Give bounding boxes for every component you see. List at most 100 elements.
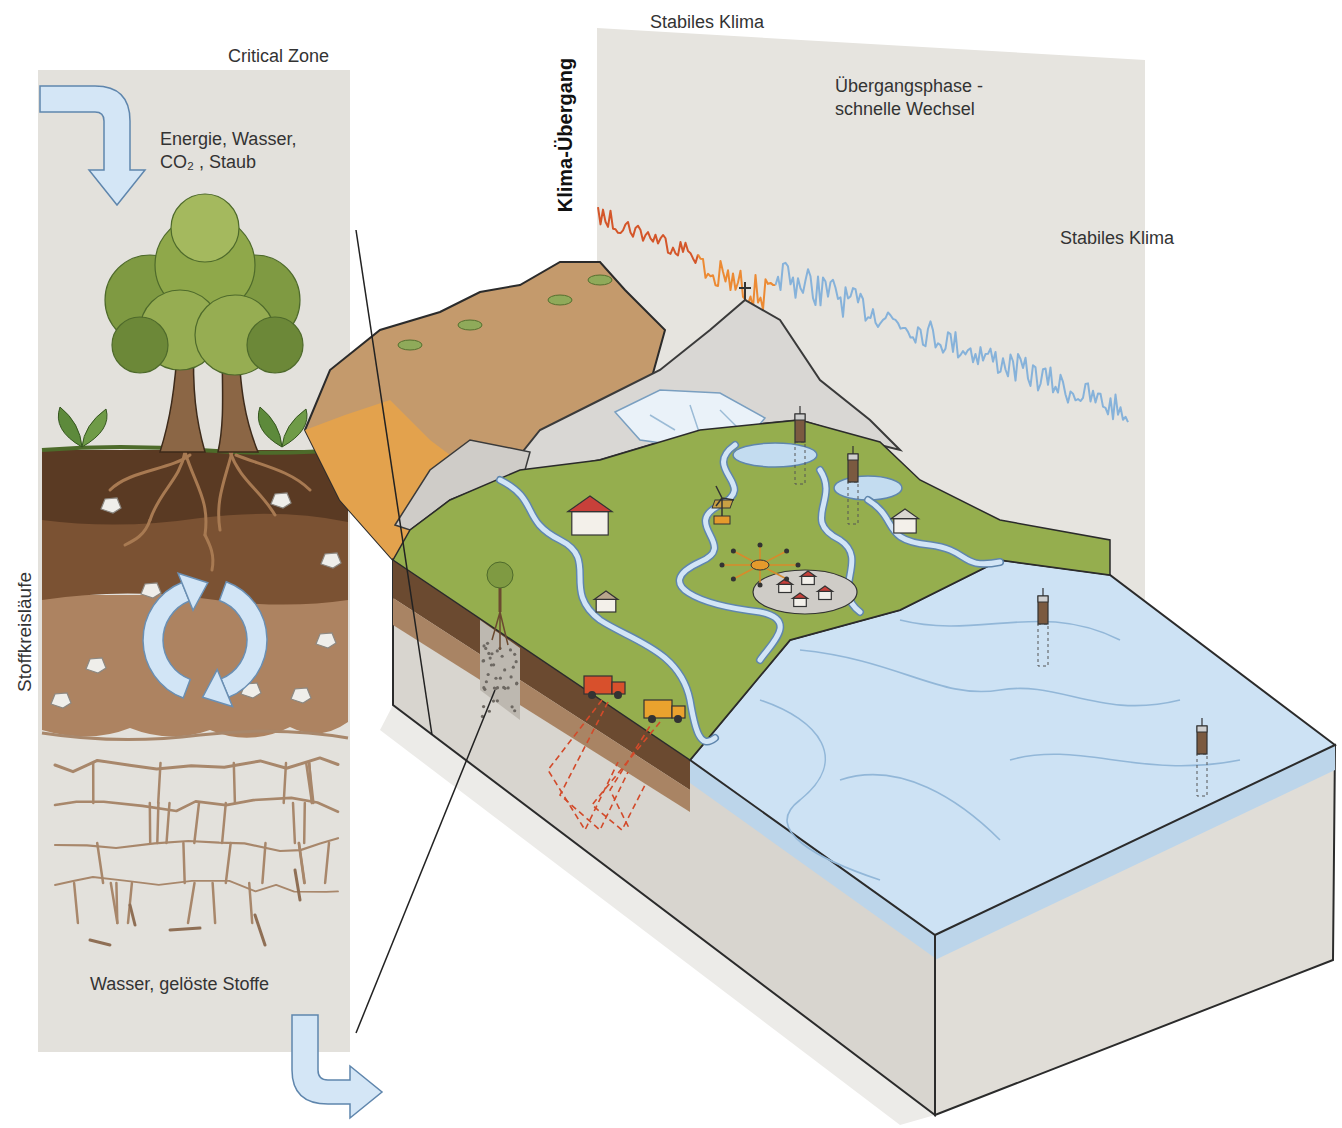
crack-fragment xyxy=(130,905,135,925)
rock xyxy=(141,583,161,598)
borehole-trace xyxy=(1197,754,1207,796)
gravel xyxy=(515,682,518,685)
tree-root xyxy=(185,452,206,535)
gravel xyxy=(492,699,495,702)
climate-panel: Klima-Übergang Stabiles KlimaÜbergangspha… xyxy=(555,8,1215,268)
rock xyxy=(316,633,336,648)
gravel xyxy=(515,682,518,685)
water-flow-line xyxy=(840,775,1000,840)
gravel xyxy=(485,680,488,683)
borehole-cap xyxy=(795,414,805,420)
house-wall xyxy=(779,584,792,592)
bedrock-cracks xyxy=(42,731,348,945)
tree-canopy xyxy=(487,562,513,588)
seismic-ray xyxy=(548,700,618,830)
block-edge xyxy=(934,935,936,1115)
house-wall xyxy=(596,599,616,612)
sensor-node xyxy=(784,577,789,582)
crack-line xyxy=(74,883,78,923)
crack-line xyxy=(128,883,132,923)
house-wall xyxy=(794,598,807,606)
village-area xyxy=(753,570,857,614)
plant-leaf xyxy=(282,409,307,447)
tree-root xyxy=(125,520,150,545)
sensor-node xyxy=(784,549,789,554)
crack-line xyxy=(306,763,312,803)
gravel xyxy=(499,677,502,680)
borehole-sensor xyxy=(848,454,858,482)
output-label: Wasser, gelöste Stoffe xyxy=(90,973,269,996)
crack-line xyxy=(194,803,199,843)
gravel xyxy=(481,659,484,662)
crack-fragment xyxy=(255,915,265,945)
crack-line xyxy=(222,803,226,843)
gravel xyxy=(509,648,512,651)
house-wall xyxy=(802,576,815,584)
borehole-trace xyxy=(795,442,805,484)
crack-fragment xyxy=(170,928,200,930)
sensor-node xyxy=(758,583,763,588)
gravel xyxy=(488,710,491,713)
survey-truck xyxy=(584,676,625,699)
subsoil-layer xyxy=(42,595,348,738)
phase-label: Übergangsphase - schnelle Wechsel xyxy=(835,75,1020,120)
rock xyxy=(291,688,311,703)
cycle-arrow xyxy=(219,582,267,698)
crack-line xyxy=(325,843,329,883)
tree-canopy xyxy=(112,317,168,373)
shrub xyxy=(398,340,422,350)
climate-curve xyxy=(598,207,698,263)
tree-root xyxy=(219,452,232,530)
crack-line xyxy=(213,883,216,923)
phase-label: Stabiles Klima xyxy=(650,11,764,34)
river-outline xyxy=(680,445,781,660)
plant-leaf xyxy=(258,407,282,447)
gravel xyxy=(509,675,512,678)
crack-line xyxy=(115,883,118,923)
house-wall xyxy=(572,512,608,535)
gravel xyxy=(503,668,506,671)
shrub xyxy=(588,275,612,285)
crack-line xyxy=(303,803,306,843)
truck-wheel xyxy=(674,715,682,723)
gravel xyxy=(482,644,485,647)
truck-wheel xyxy=(588,691,596,699)
axis-title: Klima-Übergang xyxy=(553,58,578,212)
gravel xyxy=(482,705,485,708)
cycle-arrow-head xyxy=(178,573,208,610)
gravel xyxy=(515,660,518,663)
topsoil-layer xyxy=(42,450,348,525)
crevasse xyxy=(650,415,675,430)
house-wall xyxy=(819,591,832,599)
crack-line xyxy=(92,763,95,803)
gravel xyxy=(487,673,490,676)
gravel xyxy=(503,687,506,690)
cycle-arrow xyxy=(143,582,190,698)
gravel xyxy=(490,652,493,655)
water-flow-line xyxy=(760,700,880,880)
side-label: Stoffkreisläufe xyxy=(13,572,37,692)
borehole-antenna xyxy=(1042,588,1043,596)
house xyxy=(568,496,612,535)
tree-root xyxy=(492,612,508,650)
land-surface xyxy=(393,420,1110,760)
crack-line xyxy=(188,883,195,923)
rock xyxy=(321,553,341,568)
sensor-node xyxy=(796,563,801,568)
crack-line xyxy=(226,843,231,883)
crack-line xyxy=(234,763,235,803)
gravel xyxy=(513,653,516,656)
sensor-node xyxy=(731,549,736,554)
river-outline xyxy=(868,500,1000,564)
crack-line xyxy=(111,883,118,923)
rock xyxy=(271,493,291,508)
rock xyxy=(86,658,106,673)
critical-zone-panel: Critical ZoneEnergie, Wasser, CO₂ , Stau… xyxy=(38,40,358,1040)
leader-line xyxy=(356,690,495,1033)
crack-line xyxy=(262,843,265,883)
gravel xyxy=(496,699,499,702)
output-arrow xyxy=(292,1015,382,1118)
tree-root xyxy=(110,455,190,490)
tree-canopy xyxy=(247,317,303,373)
rock xyxy=(51,693,71,708)
